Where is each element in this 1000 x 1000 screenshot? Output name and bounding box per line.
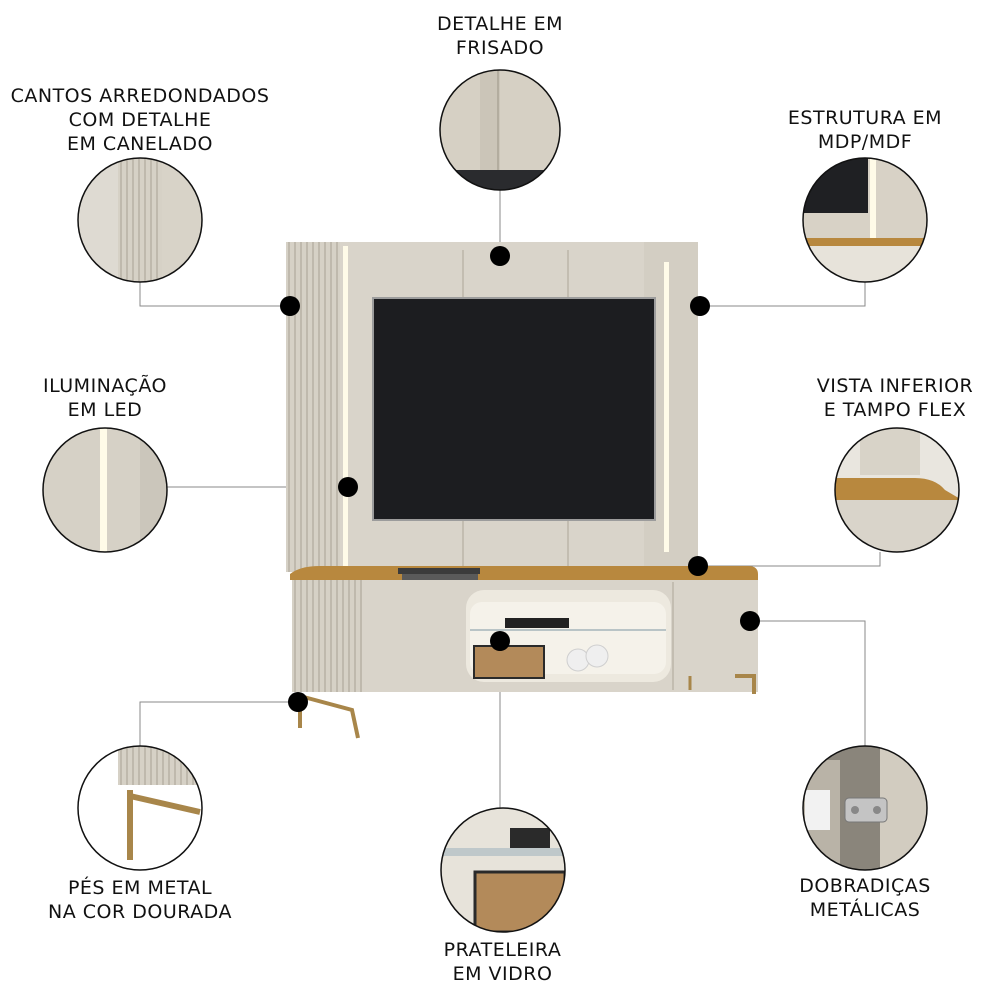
detail-circle-vista xyxy=(834,427,960,553)
decor-sphere xyxy=(566,648,590,672)
label-line: PRATELEIRA xyxy=(443,939,562,961)
gold-foot-right xyxy=(735,674,756,694)
label-vista: VISTA INFERIOR E TAMPO FLEX xyxy=(805,374,985,422)
label-line: PÉS EM METAL xyxy=(67,877,213,899)
label-line: ESTRUTURA EM xyxy=(787,107,943,129)
label-dobradicas: DOBRADIÇAS METÁLICAS xyxy=(780,874,950,922)
label-line: NA COR DOURADA xyxy=(48,901,232,923)
detail-circle-dobradicas xyxy=(802,745,928,871)
books xyxy=(398,568,480,574)
wood-box xyxy=(473,645,545,679)
label-line: EM VIDRO xyxy=(452,963,553,985)
label-line: E TAMPO FLEX xyxy=(823,399,967,421)
label-estrutura: ESTRUTURA EM MDP/MDF xyxy=(780,106,950,154)
label-line: DOBRADIÇAS xyxy=(799,875,931,897)
detail-circle-led xyxy=(42,427,168,553)
label-line: MDP/MDF xyxy=(817,131,913,153)
label-line: FRISADO xyxy=(455,37,545,59)
callout-dots xyxy=(280,246,760,712)
label-frisado: DETALHE EM FRISADO xyxy=(420,12,580,60)
label-line: VISTA INFERIOR xyxy=(816,375,974,397)
label-cantos: CANTOS ARREDONDADOS COM DETALHE EM CANEL… xyxy=(10,84,270,156)
led-strip-left xyxy=(343,246,348,568)
hinge-icon xyxy=(844,797,888,823)
label-line: EM CANELADO xyxy=(66,133,214,155)
label-iluminacao: ILUMINAÇÃO EM LED xyxy=(25,374,185,422)
detail-circle-prateleira xyxy=(440,807,566,933)
label-line: METÁLICAS xyxy=(809,899,921,921)
label-line: EM LED xyxy=(67,399,143,421)
media-device xyxy=(505,618,569,628)
label-line: ILUMINAÇÃO xyxy=(43,375,167,397)
label-prateleira: PRATELEIRA EM VIDRO xyxy=(420,938,585,986)
detail-circle-frisado xyxy=(439,69,561,191)
led-strip-right xyxy=(664,262,669,552)
detail-circle-cantos xyxy=(77,157,203,283)
detail-circle-pes xyxy=(77,745,203,871)
label-line: DETALHE EM xyxy=(436,13,564,35)
label-pes: PÉS EM METAL NA COR DOURADA xyxy=(30,876,250,924)
label-line: CANTOS ARREDONDADOS xyxy=(10,85,270,107)
label-line: COM DETALHE xyxy=(68,109,212,131)
tv-screen xyxy=(372,297,656,521)
detail-circle-estrutura xyxy=(802,157,928,283)
tv-rack xyxy=(290,566,758,739)
